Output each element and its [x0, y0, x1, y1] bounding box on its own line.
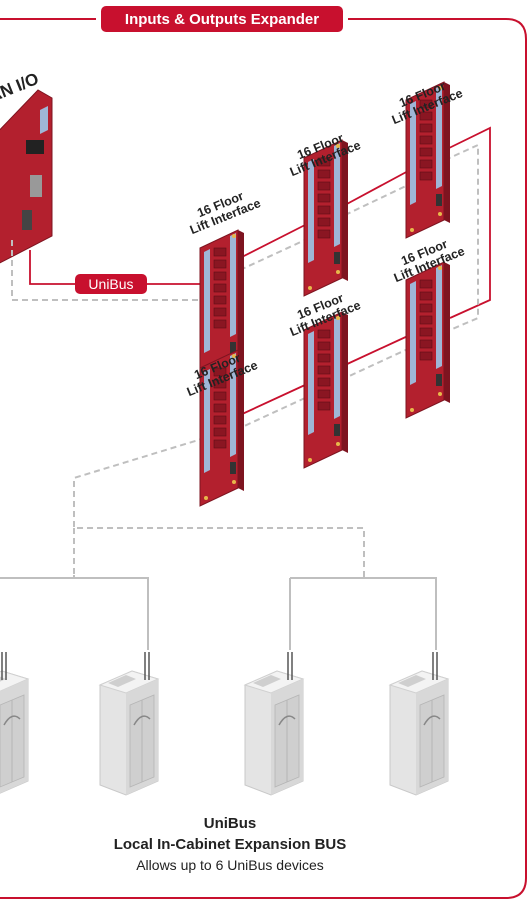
frame-title: Inputs & Outputs Expander — [101, 6, 343, 32]
cabinet-2 — [99, 670, 159, 796]
caption-subtitle: Local In-Cabinet Expansion BUS — [113, 836, 347, 853]
cabinet-3 — [244, 670, 304, 796]
cabinet-wiring — [0, 575, 437, 650]
can-io-board — [0, 89, 53, 264]
dashed-wiring — [11, 143, 479, 575]
cabinet-1 — [0, 670, 29, 796]
caption-title: UniBus — [203, 815, 257, 832]
frame-border — [0, 18, 527, 899]
unibus-label: UniBus — [75, 274, 147, 294]
cabinet-4 — [389, 670, 449, 796]
caption-note: Allows up to 6 UniBus devices — [136, 857, 324, 873]
board-6 — [405, 261, 451, 419]
cabinet-cables — [1, 652, 438, 680]
red-bus-wiring — [29, 126, 491, 416]
board-5 — [303, 311, 349, 469]
